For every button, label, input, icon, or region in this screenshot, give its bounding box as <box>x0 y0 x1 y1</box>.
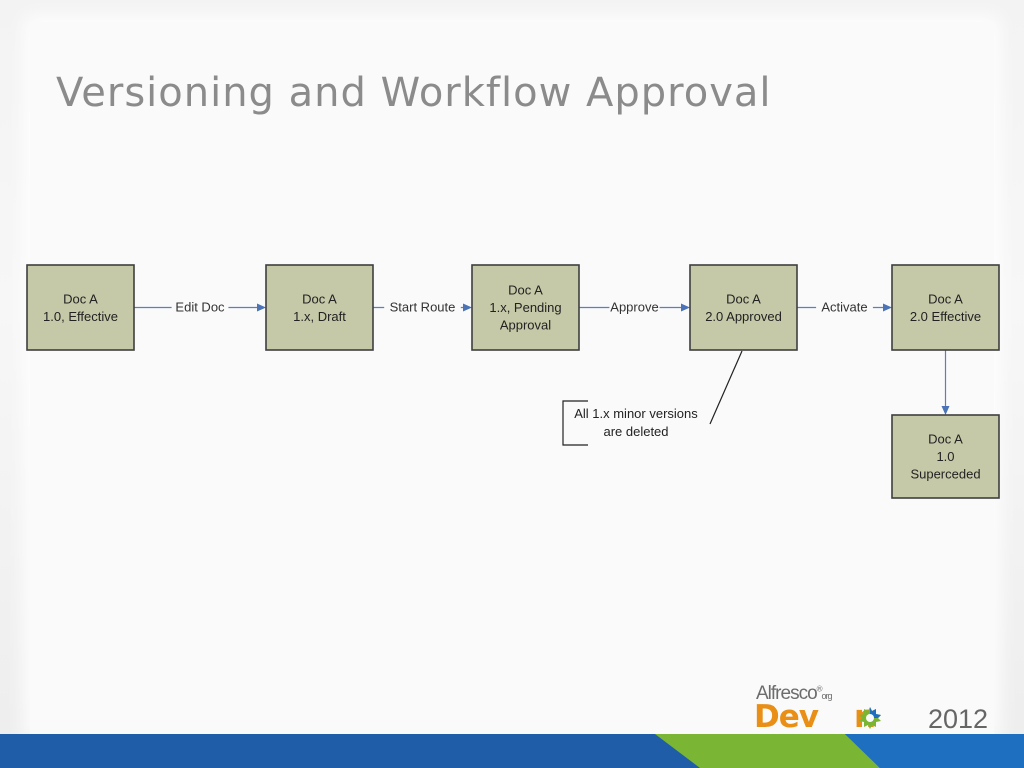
node-label: Doc A <box>928 291 963 306</box>
logo-alfresco-text: Alfresco®org <box>756 683 833 704</box>
arrow-head-icon <box>257 303 266 312</box>
node-label: 1.0, Effective <box>43 309 118 324</box>
node-label: 1.x, Pending <box>489 300 561 315</box>
logo-year: 2012 <box>928 704 989 734</box>
annotation-callout: All 1.x minor versions are deleted <box>562 350 743 446</box>
node-n4: Doc A 2.0 Approved <box>689 264 798 351</box>
logo-brand: Alfresco <box>756 683 818 704</box>
node-box <box>265 264 374 351</box>
node-n2: Doc A 1.x, Draft <box>265 264 374 351</box>
footer-bar <box>0 734 1024 768</box>
node-label: Doc A <box>302 291 337 306</box>
logo-devcon-text: Devn <box>754 699 876 735</box>
node-box <box>891 414 1000 499</box>
footer-stripe-green <box>655 734 880 768</box>
node-box <box>471 264 580 351</box>
alfresco-devcon-logo: Alfresco®org Devn 2012 <box>752 683 1002 735</box>
footer-stripe-lightblue <box>845 734 1024 768</box>
callout-bracket <box>562 400 588 446</box>
logo-brand-suffix: org <box>821 691 833 701</box>
node-box <box>689 264 798 351</box>
node-n5: Doc A 2.0 Effective <box>891 264 1000 351</box>
edge-label-bg <box>384 298 461 316</box>
arrow-head-icon <box>681 303 690 312</box>
arrow-head-icon <box>941 406 950 415</box>
edge-label-bg <box>816 298 873 316</box>
edge-label: Activate <box>821 300 867 315</box>
node-box <box>26 264 135 351</box>
node-label: 2.0 Approved <box>705 309 782 324</box>
node-label: 1.0 <box>936 449 954 464</box>
edge-label: Start Route <box>390 300 456 315</box>
node-label: Approval <box>500 318 551 333</box>
edge-label: Approve <box>610 300 658 315</box>
slide-panel <box>30 22 994 734</box>
node-label: Doc A <box>928 432 963 447</box>
slide-title: Versioning and Workflow Approval <box>56 70 772 116</box>
annotation-text: All 1.x minor versions <box>574 406 698 421</box>
node-label: Doc A <box>508 283 543 298</box>
node-label: Doc A <box>726 291 761 306</box>
node-n1: Doc A 1.0, Effective <box>26 264 135 351</box>
node-label: 1.x, Draft <box>293 309 346 324</box>
gear-icon <box>859 707 881 729</box>
logo-event-prefix: Dev <box>754 699 819 735</box>
node-label: Doc A <box>63 291 98 306</box>
edge-label-bg <box>171 298 229 316</box>
arrow-head-icon <box>463 303 472 312</box>
callout-leader-line <box>709 350 743 425</box>
annotation-text: are deleted <box>603 424 668 439</box>
edge-label: Edit Doc <box>175 300 225 315</box>
node-box <box>891 264 1000 351</box>
node-label: 2.0 Effective <box>910 309 981 324</box>
edge-label-bg <box>609 298 660 316</box>
edge-n5-n6 <box>941 350 950 415</box>
arrow-head-icon <box>883 303 892 312</box>
node-label: Superceded <box>910 467 980 482</box>
